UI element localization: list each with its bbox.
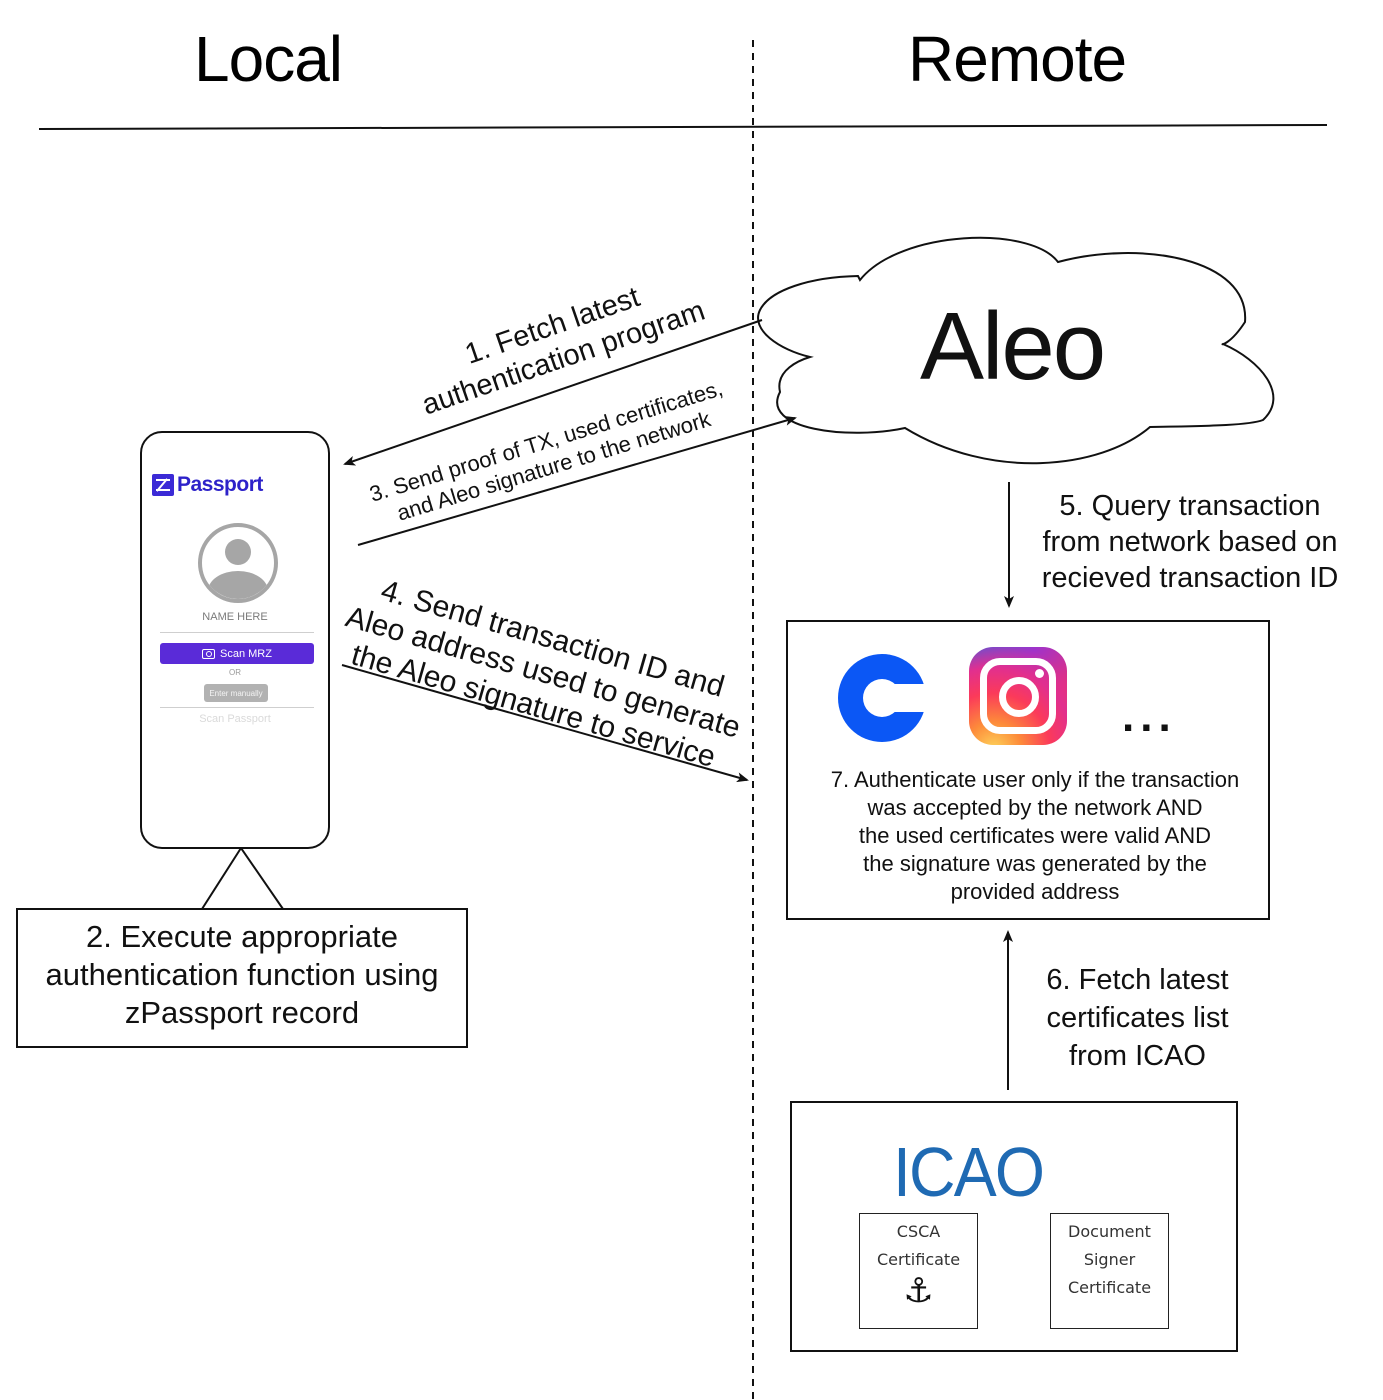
- camera-icon: [202, 648, 216, 659]
- csca-certificate-box: CSCA Certificate ⚓: [859, 1213, 978, 1329]
- step2-label: 2. Execute appropriate authentication fu…: [45, 919, 439, 1030]
- csca-certificate-label: CSCA Certificate: [876, 1222, 961, 1269]
- scan-mrz-button[interactable]: Scan MRZ: [160, 643, 314, 664]
- anchor-icon: ⚓: [903, 1271, 934, 1311]
- aleo-logo: Aleo: [920, 293, 1106, 400]
- coinbase-icon: [838, 654, 928, 742]
- zpassport-phone: Passport NAME HERE Scan MRZ OR Enter man…: [140, 431, 330, 849]
- zpassport-app-name: Passport: [177, 473, 263, 496]
- remote-heading: Remote: [908, 23, 1127, 95]
- step2-connector: [201, 846, 284, 910]
- step5-label: 5. Query transaction from network based …: [1041, 490, 1339, 594]
- step6-label: 6. Fetch latest certificates list from I…: [1046, 964, 1229, 1072]
- icao-logo: ICAO: [893, 1133, 1045, 1211]
- name-placeholder: NAME HERE: [202, 611, 268, 623]
- zpassport-z-icon: [152, 474, 174, 496]
- scan-mrz-label: Scan MRZ: [220, 647, 272, 660]
- scan-passport-label: Scan Passport: [199, 713, 271, 725]
- instagram-icon: [969, 647, 1067, 745]
- local-heading: Local: [194, 23, 343, 95]
- aleo-network-cloud: [757, 236, 1275, 465]
- arrow-step4: [341, 664, 749, 783]
- zpassport-logo: Passport: [152, 473, 263, 497]
- or-label: OR: [229, 668, 241, 677]
- avatar-icon: [198, 523, 278, 603]
- more-services-ellipsis: ...: [1122, 692, 1177, 741]
- document-signer-certificate-box: Document Signer Certificate: [1050, 1213, 1169, 1329]
- header-divider: [38, 124, 1328, 130]
- arrow-step1: [343, 319, 763, 466]
- divider: [160, 632, 314, 633]
- enter-manually-button[interactable]: Enter manually: [204, 684, 268, 702]
- divider: [160, 707, 314, 708]
- step2-box: [16, 908, 468, 1048]
- step7-label: 7. Authenticate user only if the transac…: [830, 767, 1240, 904]
- arrow-step3: [357, 415, 797, 546]
